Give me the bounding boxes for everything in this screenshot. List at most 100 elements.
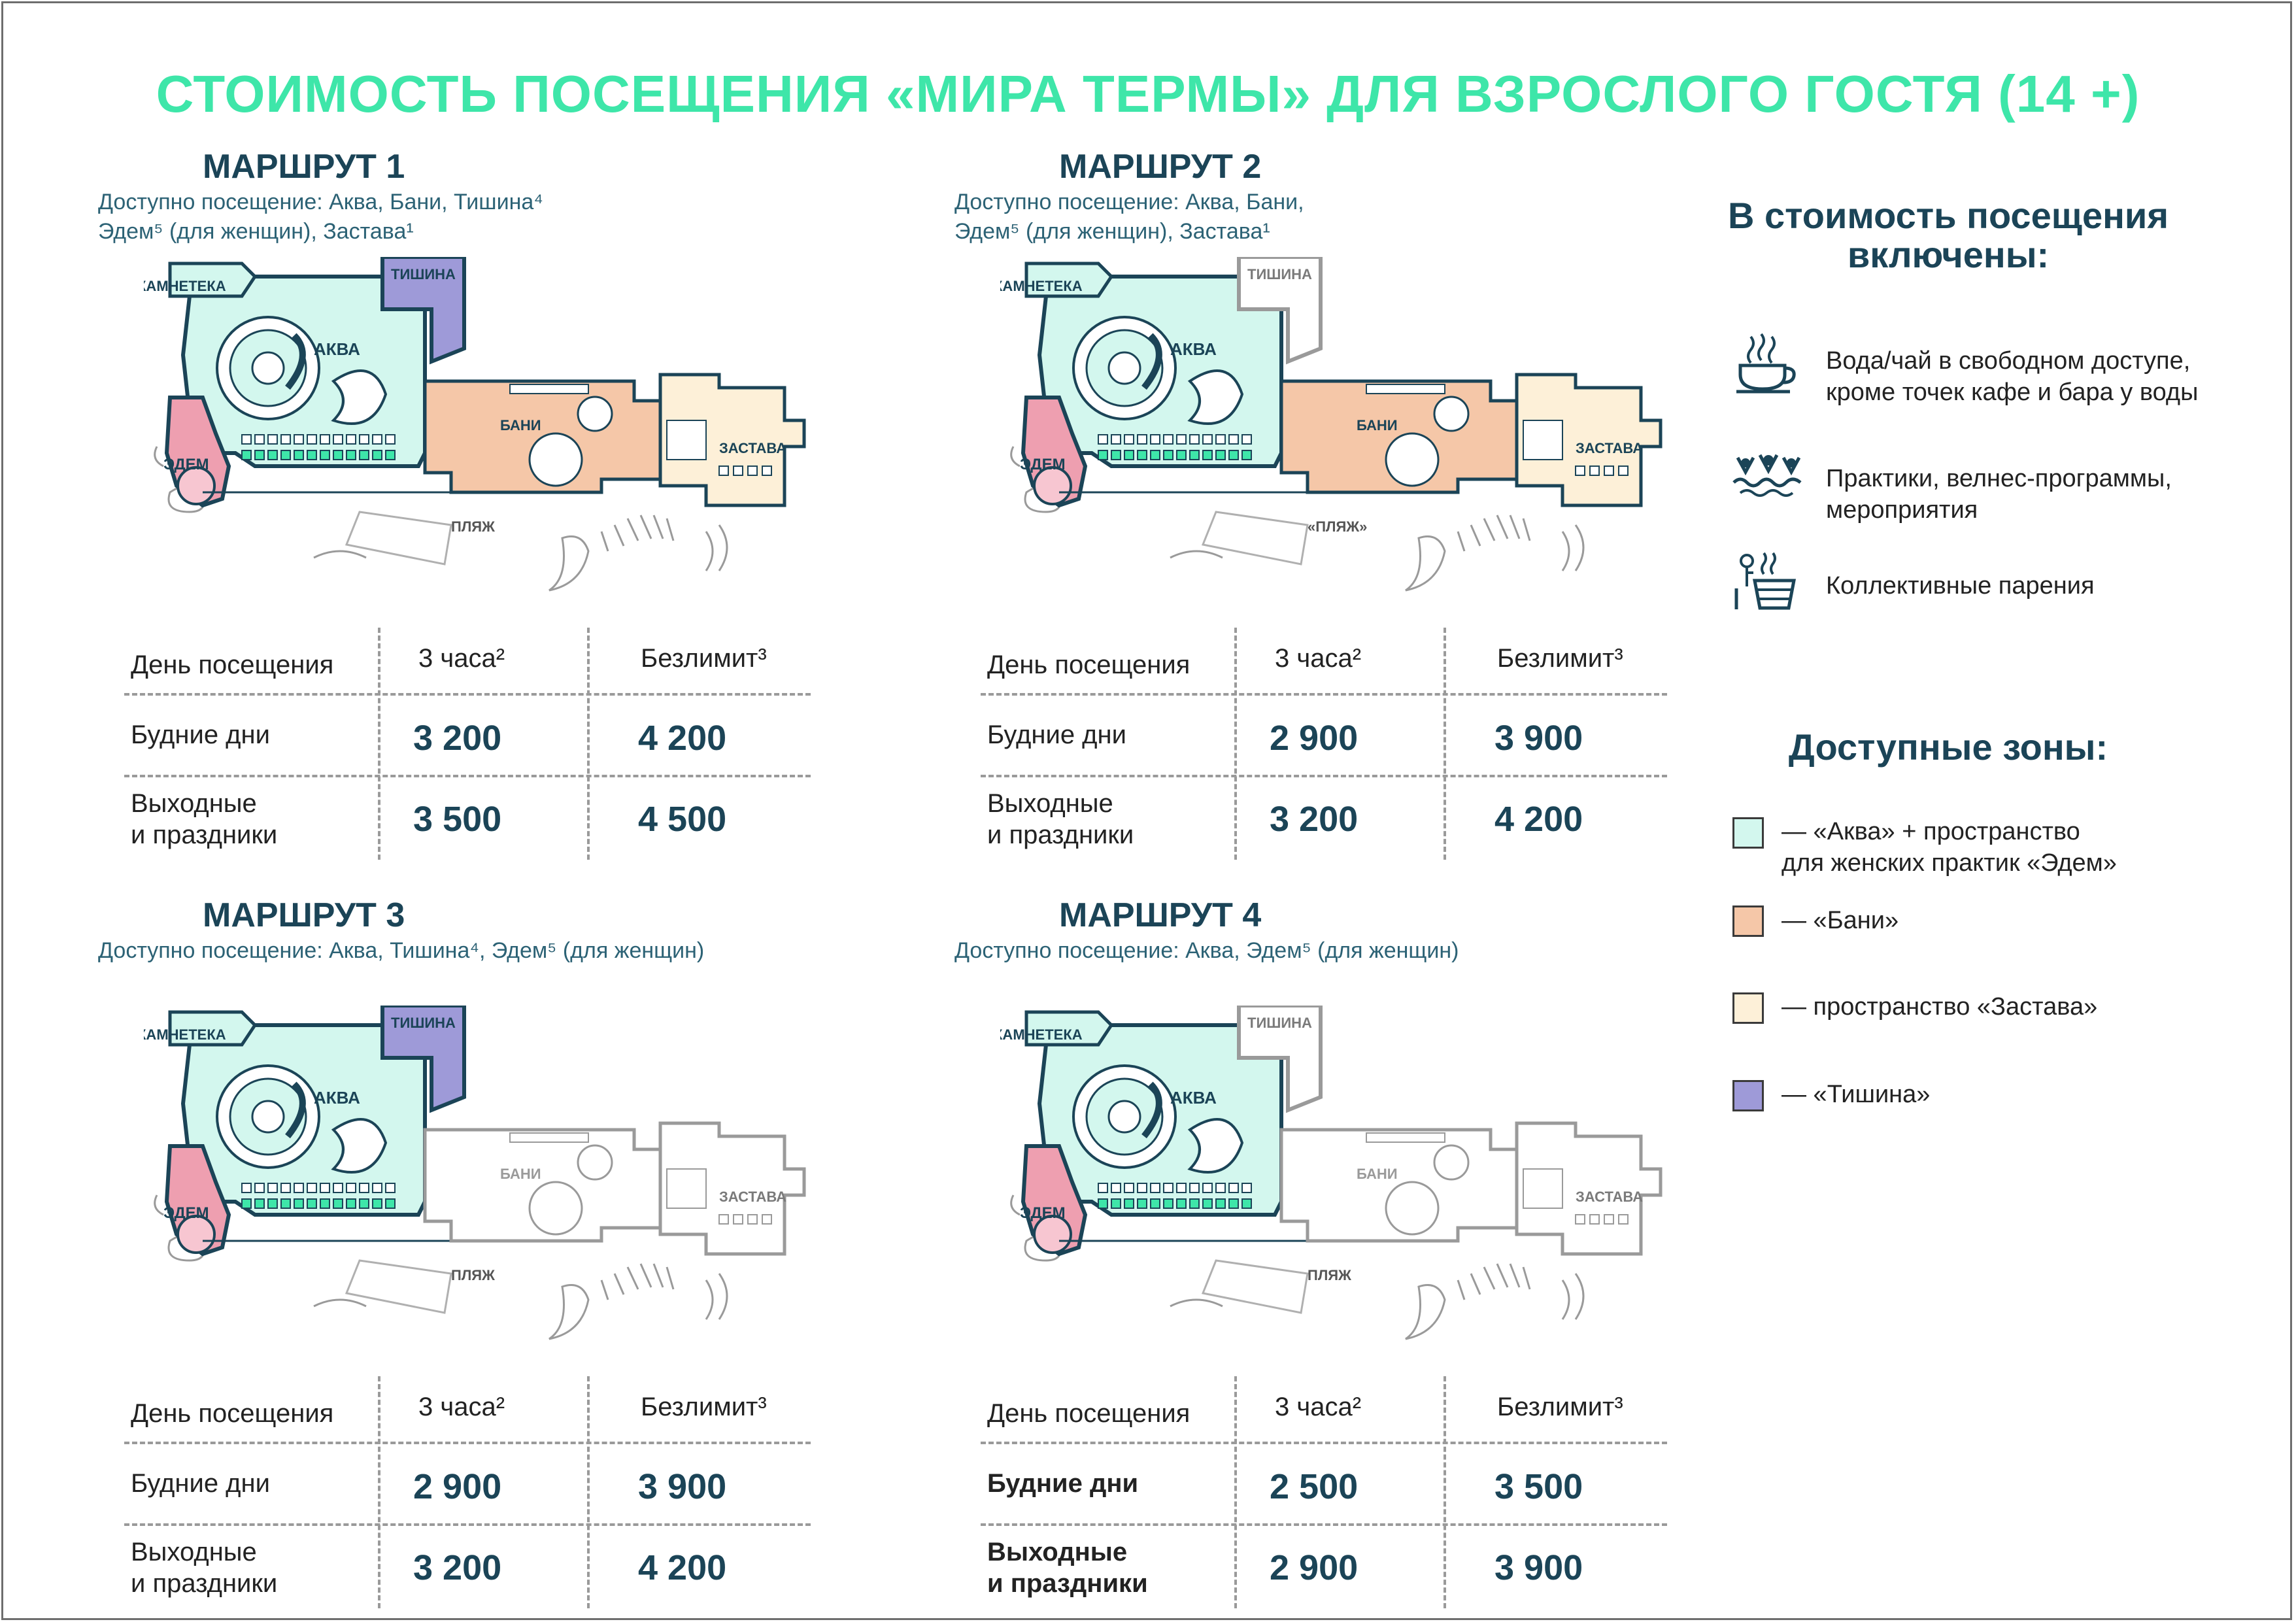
svg-text:АКВА: АКВА bbox=[314, 1088, 360, 1108]
zone-swatch-bani bbox=[1732, 905, 1764, 937]
route-map-wrapper: АКВА КАМНЕТЕКА ЭДЕМ ТИШИНА bbox=[137, 255, 869, 623]
price-weekend-unlimited: 4 200 bbox=[638, 1548, 727, 1587]
route-title: МАРШРУТ 4 bbox=[1059, 896, 1262, 934]
price-weekday-3h: 2 900 bbox=[413, 1467, 502, 1506]
zone-swatch-akva bbox=[1732, 817, 1764, 849]
price-weekend-unlimited: 3 900 bbox=[1494, 1548, 1583, 1587]
price-weekday-unlimited: 3 500 bbox=[1494, 1467, 1583, 1506]
col-divider bbox=[587, 628, 590, 860]
zone-bani: БАНИ bbox=[1279, 1128, 1525, 1243]
col-header-3h: 3 часа² bbox=[1275, 644, 1362, 673]
route-3: МАРШРУТ 3 Доступно посещение: Аква, Тиши… bbox=[98, 896, 922, 1615]
zone-akva: АКВА bbox=[180, 275, 427, 468]
zones-title: Доступные зоны: bbox=[1788, 726, 2108, 768]
route-map: АКВА КАМНЕТЕКА ЭДЕМ ТИШИНА bbox=[137, 255, 806, 592]
route-map-wrapper: АКВА КАМНЕТЕКА ЭДЕМ ТИШИНА bbox=[994, 1004, 1726, 1372]
route-subtitle: Доступно посещение: Аква, Бани, Тишина⁴ … bbox=[98, 190, 543, 244]
zone-swatch-tishina bbox=[1732, 1080, 1764, 1111]
zone-akva: АКВА bbox=[1037, 275, 1283, 468]
col-header-3h: 3 часа² bbox=[418, 644, 505, 673]
divider bbox=[981, 693, 1667, 696]
col-header-day: День посещения bbox=[987, 651, 1190, 679]
cup-icon bbox=[1732, 330, 1798, 399]
divider bbox=[981, 1523, 1667, 1526]
svg-text:КАМНЕТЕКА: КАМНЕТЕКА bbox=[1000, 278, 1083, 294]
col-header-unlimited: Безлимит³ bbox=[641, 644, 767, 673]
row-label-weekdays: Будние дни bbox=[987, 1469, 1139, 1498]
pool-benches bbox=[241, 434, 396, 460]
included-item-practices: Практики, велнес-программы, мероприятия bbox=[1826, 465, 2172, 524]
col-divider bbox=[378, 628, 380, 860]
route-map: АКВА КАМНЕТЕКА ЭДЕМ ТИШИНА bbox=[994, 255, 1663, 592]
zone-label-tishina: — «Тишина» bbox=[1781, 1081, 1931, 1108]
price-weekend-3h: 2 900 bbox=[1270, 1548, 1359, 1587]
svg-text:КАМНЕТЕКА: КАМНЕТЕКА bbox=[144, 278, 226, 294]
zone-tishina: ТИШИНА bbox=[1237, 1004, 1323, 1113]
route-title: МАРШРУТ 2 bbox=[1059, 148, 1262, 186]
price-weekday-unlimited: 3 900 bbox=[638, 1467, 727, 1506]
zone-kamneteka: КАМНЕТЕКА bbox=[137, 1010, 258, 1047]
col-header-3h: 3 часа² bbox=[418, 1393, 505, 1421]
zone-edem: ЭДЕМ bbox=[1020, 1144, 1088, 1257]
svg-text:ТИШИНА: ТИШИНА bbox=[391, 1015, 456, 1031]
svg-text:БАНИ: БАНИ bbox=[1357, 1166, 1398, 1182]
beach-label: «ПЛЯЖ» bbox=[1308, 518, 1367, 535]
route-map: АКВА КАМНЕТЕКА ЭДЕМ ТИШИНА bbox=[994, 1004, 1663, 1340]
zone-zastava: ЗАСТАВА bbox=[1515, 373, 1663, 507]
route-1: МАРШРУТ 1 Доступно посещение: Аква, Бани… bbox=[98, 147, 922, 866]
included-item-steaming: Коллективные парения bbox=[1826, 572, 2095, 600]
route-map-wrapper: АКВА КАМНЕТЕКА ЭДЕМ ТИШИНА bbox=[994, 255, 1726, 623]
divider bbox=[124, 775, 811, 777]
route-subtitle: Доступно посещение: Аква, Бани, Эдем⁵ (д… bbox=[954, 190, 1304, 244]
price-weekend-unlimited: 4 500 bbox=[638, 800, 727, 839]
zone-kamneteka: КАМНЕТЕКА bbox=[994, 262, 1114, 298]
zone-label-bani: — «Бани» bbox=[1781, 907, 1899, 934]
row-label-weekends: Выходные и праздники bbox=[987, 1538, 1148, 1598]
col-divider bbox=[587, 1376, 590, 1608]
price-weekday-3h: 2 900 bbox=[1270, 719, 1359, 758]
included-title: В стоимость посещения включены: bbox=[1687, 196, 2210, 275]
svg-text:ЭДЕМ: ЭДЕМ bbox=[1020, 456, 1066, 473]
route-4: МАРШРУТ 4 Доступно посещение: Аква, Эдем… bbox=[954, 896, 1778, 1615]
divider bbox=[981, 1442, 1667, 1444]
svg-text:БАНИ: БАНИ bbox=[1357, 417, 1398, 433]
price-weekend-unlimited: 4 200 bbox=[1494, 800, 1583, 839]
svg-text:ТИШИНА: ТИШИНА bbox=[1247, 266, 1312, 282]
route-subtitle: Доступно посещение: Аква, Эдем⁵ (для жен… bbox=[954, 938, 1459, 963]
svg-text:КАМНЕТЕКА: КАМНЕТЕКА bbox=[144, 1026, 226, 1043]
svg-text:ЗАСТАВА: ЗАСТАВА bbox=[1576, 440, 1643, 456]
page-title: СТОИМОСТЬ ПОСЕЩЕНИЯ «МИРА ТЕРМЫ» ДЛЯ ВЗР… bbox=[156, 65, 2140, 123]
svg-text:ЭДЕМ: ЭДЕМ bbox=[1020, 1204, 1066, 1222]
pool-benches bbox=[1098, 1183, 1252, 1209]
zone-bani: БАНИ bbox=[423, 1128, 669, 1243]
pool-benches bbox=[241, 1183, 396, 1209]
included-item-water: Вода/чай в свободном доступе, кроме точе… bbox=[1826, 347, 2199, 406]
col-header-3h: 3 часа² bbox=[1275, 1393, 1362, 1421]
svg-text:ЗАСТАВА: ЗАСТАВА bbox=[719, 1189, 786, 1205]
col-divider bbox=[1234, 628, 1237, 860]
price-weekday-unlimited: 3 900 bbox=[1494, 719, 1583, 758]
price-weekend-3h: 3 200 bbox=[413, 1548, 502, 1587]
zone-kamneteka: КАМНЕТЕКА bbox=[994, 1010, 1114, 1047]
beach-label: ПЛЯЖ bbox=[451, 1267, 495, 1283]
divider bbox=[124, 1442, 811, 1444]
zone-bani: БАНИ bbox=[1279, 379, 1525, 494]
zone-akva: АКВА bbox=[1037, 1023, 1283, 1217]
route-subtitle: Доступно посещение: Аква, Тишина⁴, Эдем⁵… bbox=[98, 938, 705, 963]
zone-label-zastava: — пространство «Застава» bbox=[1781, 993, 2098, 1021]
beach-label: ПЛЯЖ bbox=[451, 518, 495, 535]
included-title-line1: В стоимость посещения bbox=[1727, 195, 2169, 236]
zone-tishina: ТИШИНА bbox=[380, 255, 466, 365]
zone-kamneteka: КАМНЕТЕКА bbox=[137, 262, 258, 298]
people-in-water-icon bbox=[1732, 451, 1804, 507]
zone-swatch-zastava bbox=[1732, 992, 1764, 1024]
divider bbox=[981, 775, 1667, 777]
svg-text:БАНИ: БАНИ bbox=[500, 417, 541, 433]
row-label-weekdays: Будние дни bbox=[987, 720, 1126, 749]
svg-text:КАМНЕТЕКА: КАМНЕТЕКА bbox=[1000, 1026, 1083, 1043]
divider bbox=[124, 693, 811, 696]
col-header-unlimited: Безлимит³ bbox=[1497, 1393, 1623, 1421]
col-divider bbox=[378, 1376, 380, 1608]
zone-edem: ЭДЕМ bbox=[163, 396, 231, 508]
